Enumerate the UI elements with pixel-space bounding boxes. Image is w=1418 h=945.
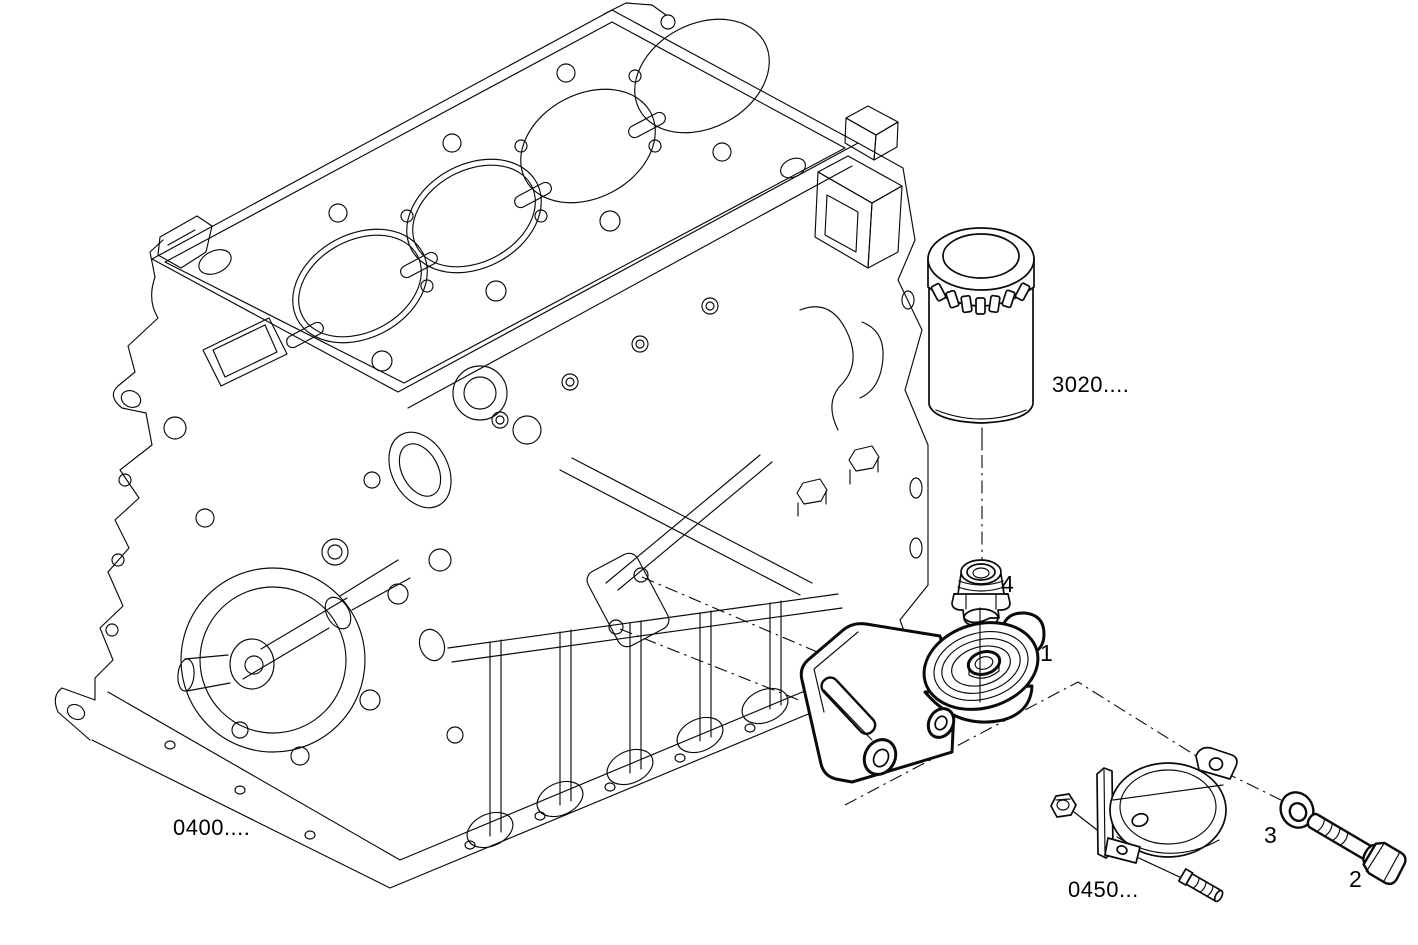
label-oil-filter-ref: 3020....: [1052, 372, 1129, 397]
oil-filter-drawing: [927, 227, 1035, 424]
label-item-4-fitting: 4: [1001, 571, 1014, 597]
label-clamp-ref: 0450...: [1068, 877, 1139, 902]
label-item-2-bolt: 2: [1349, 866, 1362, 892]
engine-block-drawing: [54, 2, 929, 889]
bracket-drawing: [799, 611, 1046, 784]
fitting-drawing: [951, 559, 1011, 628]
washer-drawing: [1279, 791, 1315, 829]
clamp-stud-drawing: [1177, 868, 1224, 903]
leader-lines: [619, 427, 1282, 881]
label-item-3-washer: 3: [1264, 822, 1277, 848]
clamp-nut-drawing: [1050, 793, 1077, 818]
bolt-drawing: [1306, 812, 1407, 886]
clamp-drawing: [1050, 746, 1238, 903]
label-engine-block-ref: 0400....: [173, 815, 250, 840]
label-item-1-bracket: 1: [1040, 640, 1053, 666]
